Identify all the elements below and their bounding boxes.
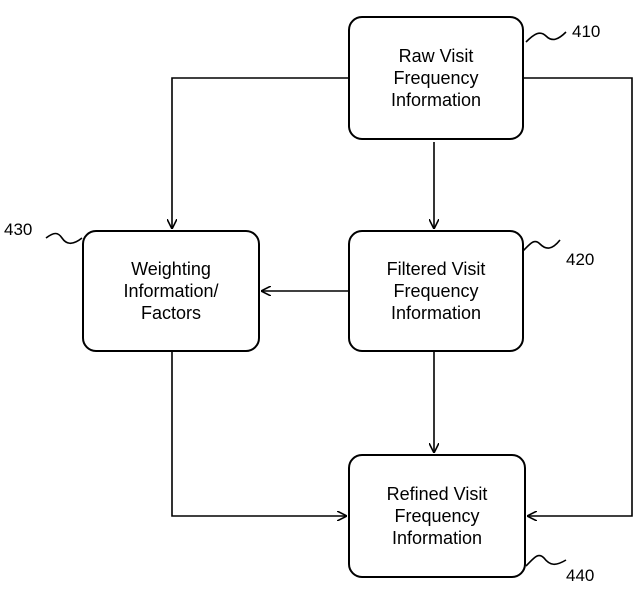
filtered-box-line-1: Filtered Visit	[386, 259, 486, 279]
refined-box-line-1: Refined Visit	[386, 484, 488, 504]
ref-label-420: 420	[566, 250, 595, 269]
raw-box-line-2: Frequency	[393, 68, 479, 88]
leader-410	[525, 31, 567, 43]
arrow-weighting-to-refined	[171, 352, 346, 516]
weighting-box-line-3: Factors	[140, 303, 201, 323]
weighting-box-line-1: Weighting	[131, 259, 211, 279]
raw-visit-frequency-box: Raw Visit Frequency Information	[348, 16, 524, 140]
raw-box-line-3: Information	[390, 90, 482, 110]
filtered-box-line-3: Information	[390, 303, 482, 323]
filtered-visit-frequency-box: Filtered Visit Frequency Information	[348, 230, 524, 352]
refined-box-line-2: Frequency	[394, 506, 480, 526]
refined-box-line-3: Information	[391, 528, 483, 548]
ref-label-430: 430	[4, 220, 33, 239]
refined-visit-frequency-box: Refined Visit Frequency Information	[348, 454, 526, 578]
leader-420	[521, 239, 561, 253]
leader-430	[45, 232, 83, 245]
arrow-raw-to-refined	[524, 77, 633, 516]
ref-label-410: 410	[572, 22, 601, 41]
weighting-information-box: Weighting Information/ Factors	[82, 230, 260, 352]
ref-label-440: 440	[566, 566, 595, 585]
leader-440	[525, 554, 567, 567]
weighting-box-line-2: Information/	[123, 281, 219, 301]
arrow-raw-to-weighting	[172, 77, 348, 228]
raw-box-line-1: Raw Visit	[398, 46, 474, 66]
filtered-box-line-2: Frequency	[393, 281, 479, 301]
